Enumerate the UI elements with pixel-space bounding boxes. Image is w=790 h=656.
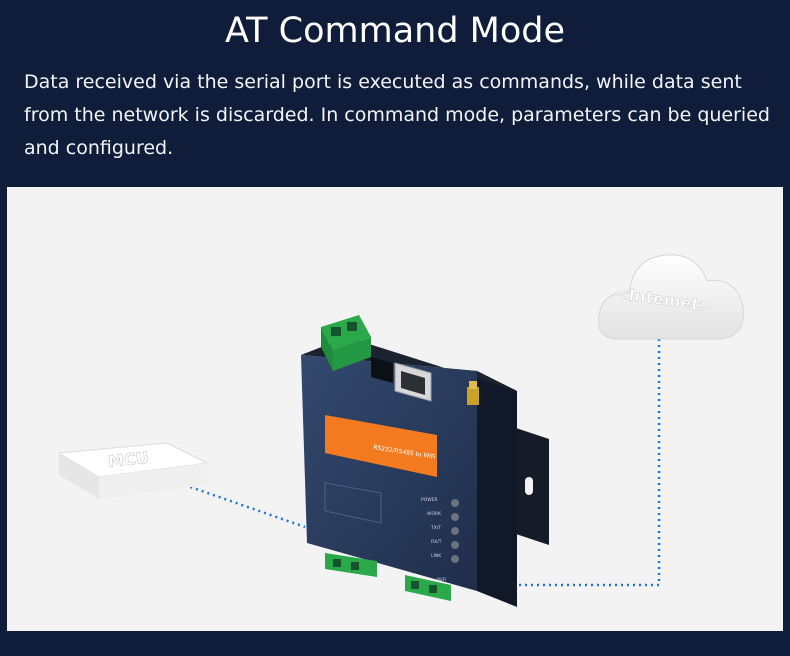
mcu-block: MCU xyxy=(57,442,209,499)
rs485-terminal-left xyxy=(325,553,377,577)
led-label-tx: TX/T xyxy=(430,525,441,531)
illustration-panel: <Intemet> MCU RS232/RS485 to WiFi xyxy=(7,187,783,631)
power-jack xyxy=(371,357,393,383)
device-front-panel xyxy=(301,355,477,591)
mcu-label: MCU xyxy=(107,448,149,471)
antenna-connector xyxy=(467,381,479,405)
status-led-column: POWER WORK TX/T RX/T LINK WiFi xyxy=(421,497,459,583)
led-label-link: LINK xyxy=(431,553,442,559)
internet-cloud: <Intemet> xyxy=(597,254,744,340)
led-label-rx: RX/T xyxy=(431,539,442,545)
internet-link-line xyxy=(497,333,661,587)
mode-description: Data received via the serial port is exe… xyxy=(24,71,770,159)
device-label-strip xyxy=(325,415,437,477)
led-label-wifi: WiFi xyxy=(437,577,446,583)
network-diagram: <Intemet> MCU RS232/RS485 to WiFi xyxy=(57,254,744,607)
page-title: AT Command Mode xyxy=(224,11,566,51)
led-label-power: POWER xyxy=(421,497,438,503)
mcu-link-line xyxy=(178,481,306,529)
rs232-terminal-right xyxy=(405,575,451,601)
ethernet-port xyxy=(394,362,432,402)
power-terminal xyxy=(321,315,371,371)
led-label-work: WORK xyxy=(427,511,442,517)
serial-wifi-device: RS232/RS485 to WiFi xyxy=(301,315,549,607)
